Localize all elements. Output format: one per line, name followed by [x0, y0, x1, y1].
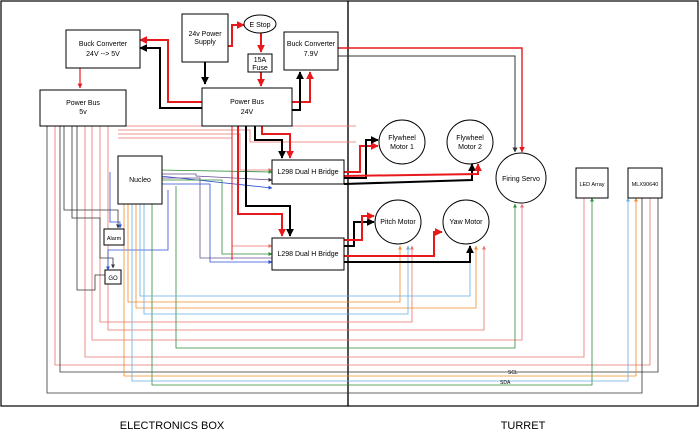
power-supply: 24v Power Supply — [181, 13, 229, 63]
yaw-motor: Yaw Motor — [442, 199, 490, 245]
firing-servo: Firing Servo — [495, 152, 547, 204]
power-supply-label-1: 24v Power — [188, 31, 222, 38]
buck-5v-label-1: Buck Converter — [79, 41, 128, 48]
yaw-motor-label: Yaw Motor — [450, 219, 484, 226]
flywheel-2-label-1: Flywheel — [456, 135, 484, 142]
h-bridge-2-label: L298 Dual H Bridge — [277, 251, 338, 258]
flywheel-1-label-1: Flywheel — [388, 135, 416, 142]
power-bus-5v: Power Bus 5v — [39, 89, 127, 127]
power-supply-label-2: Supply — [194, 39, 216, 46]
alarm-label: Alarm — [107, 236, 122, 242]
estop: E Stop — [243, 14, 277, 34]
bus-5v-label-2: 5v — [79, 109, 87, 116]
firing-servo-label: Firing Servo — [502, 176, 540, 183]
mlx90640-label: MLX90640 — [632, 182, 659, 188]
flywheel-1-label-2: Motor 1 — [390, 144, 414, 151]
turret-label: TURRET — [501, 420, 546, 432]
bus-5v-label-1: Power Bus — [66, 100, 100, 107]
alarm: Alarm — [103, 228, 125, 246]
turret-region — [347, 0, 699, 407]
flywheel-motor-1: Flywheel Motor 1 — [378, 119, 426, 165]
h-bridge-2: L298 Dual H Bridge — [271, 237, 345, 271]
estop-label: E Stop — [249, 22, 270, 29]
fuse-label-1: 15A — [254, 57, 267, 64]
go: GO — [104, 269, 122, 285]
led-array: LED Array — [575, 167, 609, 199]
logic-wires — [46, 125, 659, 394]
buck-79-label-1: Buck Converter — [287, 41, 336, 48]
power-bus-24v: Power Bus 24V — [201, 87, 293, 127]
buck-79-label-2: 7.9V — [304, 51, 319, 58]
nucleo-label: Nucleo — [129, 177, 151, 184]
sda-label: SDA — [500, 380, 511, 386]
electronics-box-label: ELECTRONICS BOX — [120, 420, 225, 432]
go-label: GO — [108, 276, 118, 282]
nucleo: Nucleo — [117, 155, 163, 205]
flywheel-motor-2: Flywheel Motor 2 — [446, 119, 494, 165]
flywheel-2-label-2: Motor 2 — [458, 144, 482, 151]
mlx90640: MLX90640 — [627, 167, 663, 199]
pitch-motor-label: Pitch Motor — [380, 219, 416, 226]
buck-converter-7-9v: Buck Converter 7.9V — [283, 31, 339, 71]
fuse-label-2: Fuse — [252, 65, 268, 72]
scl-label: SCL — [508, 370, 518, 376]
bus-24v-label-2: 24V — [241, 109, 254, 116]
h-bridge-1-label: L298 Dual H Bridge — [277, 169, 338, 176]
buck-converter-5v: Buck Converter 24V --> 5V — [65, 29, 141, 69]
buck-5v-label-2: 24V --> 5V — [86, 51, 120, 58]
h-bridge-1: L298 Dual H Bridge — [271, 159, 345, 185]
power-wires — [77, 21, 525, 263]
bus-24v-label-1: Power Bus — [230, 99, 264, 106]
pitch-motor: Pitch Motor — [374, 199, 422, 245]
fuse: 15A Fuse — [247, 53, 273, 73]
led-array-label: LED Array — [579, 182, 604, 188]
